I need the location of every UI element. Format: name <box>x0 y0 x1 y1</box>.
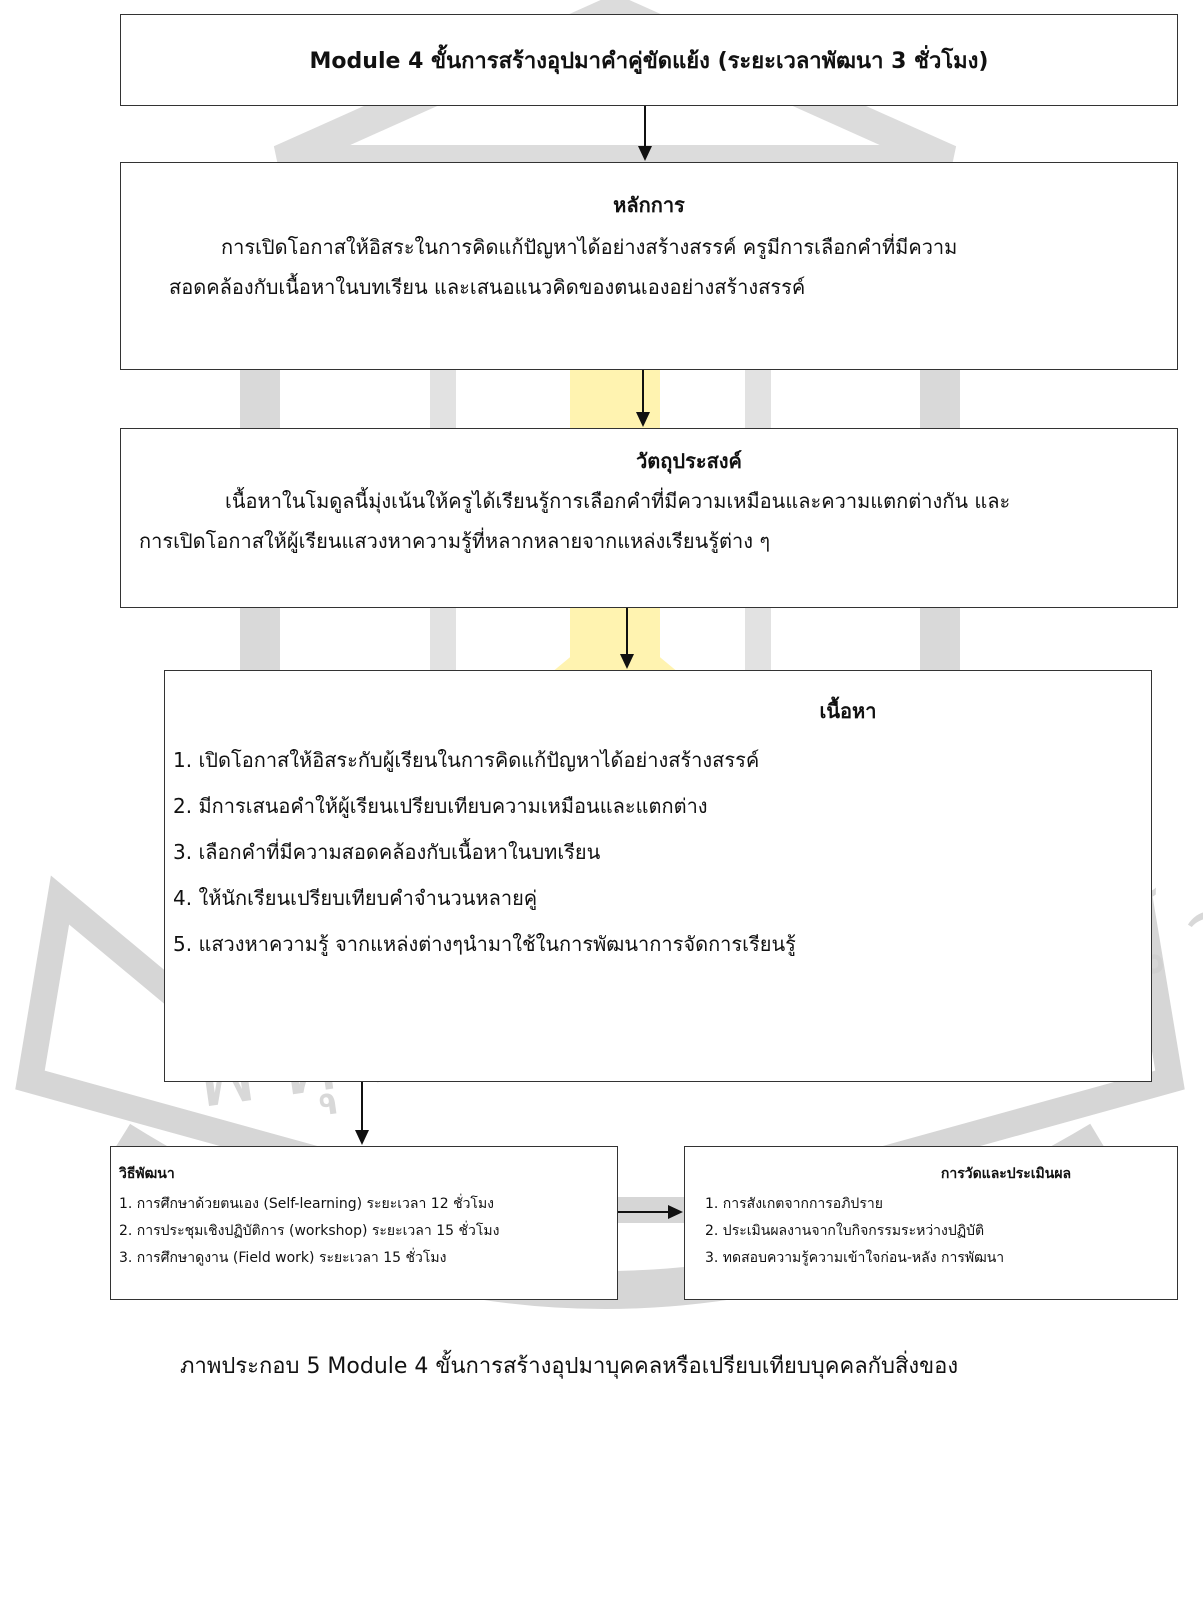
arrow-objective-to-content <box>620 608 634 669</box>
list-item: 1. การศึกษาด้วยตนเอง (Self-learning) ระย… <box>119 1196 495 1212</box>
list-item: 5. แสวงหาความรู้ จากแหล่งต่างๆนำมาใช้ในก… <box>173 932 796 956</box>
arrow-content-to-methods <box>355 1082 369 1145</box>
module-title-box: Module 4 ขั้นการสร้างอุปมาคำคู่ขัดแย้ง (… <box>120 14 1178 106</box>
figure-caption: ภาพประกอบ 5 Module 4 ขั้นการสร้างอุปมาบุ… <box>180 1354 959 1379</box>
objective-box: วัตถุประสงค์ เนื้อหาในโมดูลนี้มุ่งเน้นให… <box>120 428 1178 608</box>
content-box: เนื้อหา 1. เปิดโอกาสให้อิสระกับผู้เรียนใ… <box>164 670 1152 1082</box>
arrow-methods-to-evaluation <box>618 1205 683 1219</box>
content-list: 1. เปิดโอกาสให้อิสระกับผู้เรียนในการคิดแ… <box>165 729 1151 967</box>
list-item: 3. เลือกคำที่มีความสอดคล้องกับเนื้อหาในบ… <box>173 840 601 864</box>
evaluation-heading: การวัดและประเมินผล <box>940 1166 1072 1182</box>
evaluation-list: 1. การสังเกตจากการอภิปราย 2. ประเมินผลงา… <box>685 1187 1177 1272</box>
module-title: Module 4 ขั้นการสร้างอุปมาคำคู่ขัดแย้ง (… <box>309 49 989 74</box>
methods-heading: วิธีพัฒนา <box>119 1166 175 1182</box>
principle-heading: หลักการ <box>613 193 685 217</box>
list-item: 2. การประชุมเชิงปฏิบัติการ (workshop) ระ… <box>119 1223 500 1239</box>
list-item: 3. ทดสอบความรู้ความเข้าใจก่อน-หลัง การพั… <box>705 1250 1005 1266</box>
evaluation-box: การวัดและประเมินผล 1. การสังเกตจากการอภิ… <box>684 1146 1178 1300</box>
objective-heading: วัตถุประสงค์ <box>636 449 742 473</box>
list-item: 2. ประเมินผลงานจากใบกิจกรรมระหว่างปฏิบัต… <box>705 1223 985 1239</box>
list-item: 3. การศึกษาดูงาน (Field work) ระยะเวลา 1… <box>119 1250 447 1266</box>
arrow-principle-to-objective <box>636 370 650 427</box>
principle-box: หลักการ การเปิดโอกาสให้อิสระในการคิดแก้ป… <box>120 162 1178 370</box>
content-heading: เนื้อหา <box>819 699 877 723</box>
list-item: 1. เปิดโอกาสให้อิสระกับผู้เรียนในการคิดแ… <box>173 748 760 772</box>
methods-list: 1. การศึกษาด้วยตนเอง (Self-learning) ระย… <box>111 1187 617 1272</box>
principle-text: การเปิดโอกาสให้อิสระในการคิดแก้ปัญหาได้อ… <box>169 235 958 299</box>
methods-box: วิธีพัฒนา 1. การศึกษาด้วยตนเอง (Self-lea… <box>110 1146 618 1300</box>
arrow-title-to-principle <box>638 106 652 161</box>
objective-text: เนื้อหาในโมดูลนี้มุ่งเน้นให้ครูได้เรียนร… <box>139 489 1011 553</box>
list-item: 1. การสังเกตจากการอภิปราย <box>705 1196 883 1212</box>
list-item: 4. ให้นักเรียนเปรียบเทียบคำจำนวนหลายคู่ <box>173 886 538 910</box>
list-item: 2. มีการเสนอคำให้ผู้เรียนเปรียบเทียบความ… <box>173 794 708 818</box>
